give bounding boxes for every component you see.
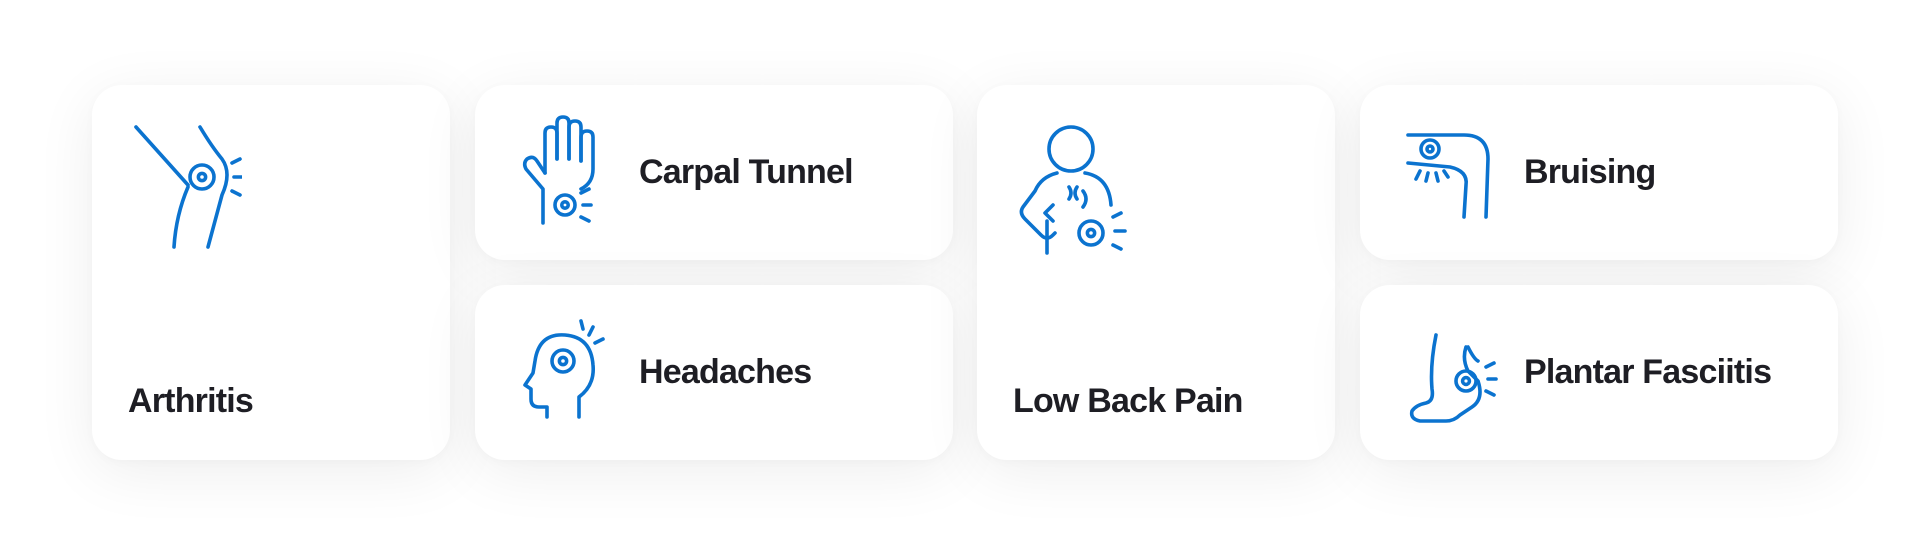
condition-card-plantar-fasciitis[interactable]: Plantar Fasciitis xyxy=(1360,285,1838,460)
condition-label: Low Back Pain xyxy=(1013,382,1243,420)
condition-card-headaches[interactable]: Headaches xyxy=(475,285,953,460)
condition-label: Carpal Tunnel xyxy=(639,153,854,191)
condition-label: Bruising xyxy=(1524,153,1656,191)
condition-label: Headaches xyxy=(639,353,812,391)
condition-label: Plantar Fasciitis xyxy=(1524,353,1772,391)
knee-joint-pain-icon xyxy=(132,125,242,255)
condition-card-carpal-tunnel[interactable]: Carpal Tunnel xyxy=(475,85,953,260)
foot-heel-pain-icon xyxy=(1402,315,1498,430)
arm-bruise-icon xyxy=(1402,115,1498,230)
condition-card-low-back-pain[interactable]: Low Back Pain xyxy=(977,85,1335,460)
condition-card-bruising[interactable]: Bruising xyxy=(1360,85,1838,260)
back-pain-icon xyxy=(1017,125,1127,255)
condition-label: Arthritis xyxy=(128,382,254,420)
condition-card-arthritis[interactable]: Arthritis xyxy=(92,85,450,460)
head-pain-icon xyxy=(517,315,613,430)
hand-wrist-pain-icon xyxy=(517,115,613,230)
